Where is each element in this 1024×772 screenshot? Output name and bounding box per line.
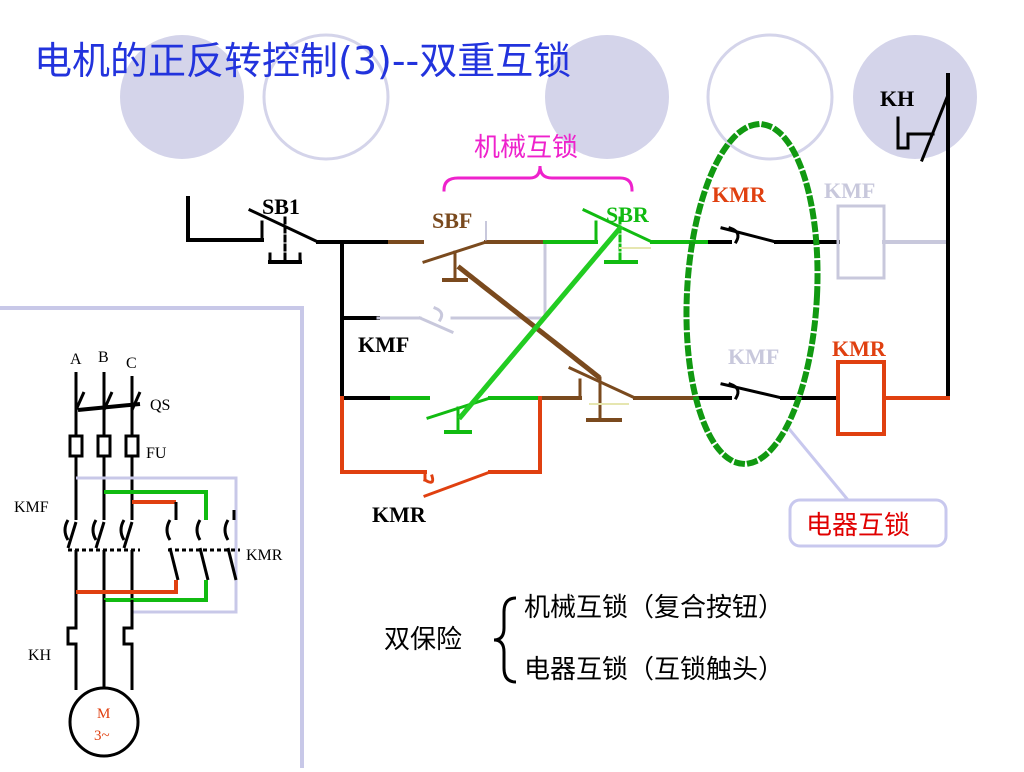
- elec-interlock-callout: [788, 498, 948, 548]
- fu-fuses: [68, 434, 140, 520]
- kmf-coil-label: KMF: [824, 178, 875, 203]
- kmr-hold-contact: [340, 396, 542, 498]
- supply-rail-left: [186, 196, 264, 242]
- mech-interlock-brace: [442, 165, 634, 192]
- sb1-label: SB1: [262, 194, 300, 219]
- kmr-main-label: KMR: [246, 547, 283, 564]
- qs-switch: [74, 391, 142, 436]
- mech-interlock-label: 机械互锁: [474, 133, 578, 163]
- kmf-main-label: KMF: [14, 499, 49, 516]
- sbf-label: SBF: [432, 208, 472, 233]
- kh-thermal: [66, 600, 134, 690]
- kmr-top-label: KMR: [712, 182, 767, 207]
- phase-a-label: A: [70, 351, 82, 368]
- fu-label: FU: [146, 445, 167, 462]
- kmf-bottom-label: KMF: [728, 344, 779, 369]
- kmf-main-contacts: [63, 519, 140, 600]
- protection-item-2: 电器互锁（互锁触头）: [524, 655, 784, 685]
- sbf-nc-contact: [340, 396, 542, 434]
- kh-contact-symbol: [896, 93, 950, 162]
- mech-link-sbr: [454, 224, 624, 424]
- control-circuit: [186, 73, 950, 548]
- kmr-coil: [836, 360, 886, 436]
- kmf-hold-contact: [376, 240, 547, 334]
- elec-interlock-callout-pointer: [787, 427, 852, 502]
- qs-label: QS: [150, 397, 170, 414]
- double-protection-label: 双保险: [384, 625, 462, 655]
- kmf-hold-label: KMF: [358, 332, 409, 357]
- sbr-nc-contact: [543, 208, 712, 264]
- kmr-main-contacts: [165, 502, 240, 581]
- sb1-stop-button: [248, 208, 392, 264]
- kmr-coil-label: KMR: [832, 336, 887, 361]
- phase-c-label: C: [126, 355, 137, 372]
- motor-label-3: 3~: [94, 728, 110, 744]
- main-circuit-frame: [0, 306, 304, 768]
- elec-interlock-ellipse: [683, 121, 821, 467]
- main-circuit: [63, 372, 240, 758]
- kmf-coil: [836, 204, 886, 280]
- motor-label-m: M: [97, 706, 110, 722]
- decor-circles: [120, 33, 977, 161]
- sbr-label: SBR: [606, 202, 650, 227]
- kmr-hold-label: KMR: [372, 502, 427, 527]
- protection-item-1: 机械互锁（复合按钮）: [524, 593, 784, 623]
- double-protection-brace: [493, 596, 517, 684]
- kmr-interlock-top: [708, 226, 840, 245]
- mech-link-sbf: [456, 264, 604, 382]
- kmf-interlock-bottom: [698, 382, 840, 401]
- phase-b-label: B: [98, 349, 109, 366]
- sbf-forward-button: [388, 221, 547, 282]
- sbr-no-contact: [538, 366, 702, 422]
- elec-interlock-label: 电器互锁: [806, 511, 910, 541]
- page-title: 电机的正反转控制(3)--双重互锁: [34, 39, 572, 83]
- kh-label: KH: [880, 86, 914, 111]
- kh-main-label: KH: [28, 647, 52, 664]
- motor: [68, 686, 140, 758]
